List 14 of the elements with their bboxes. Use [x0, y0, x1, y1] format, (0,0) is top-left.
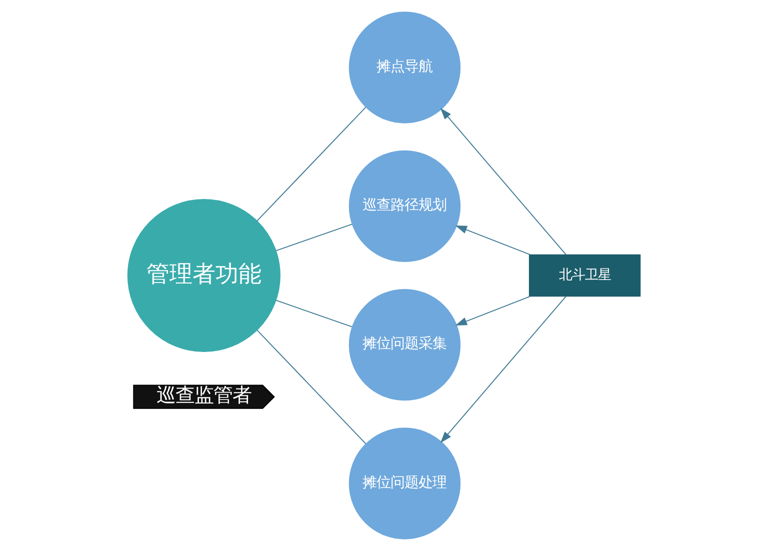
node-circle: 巡查路径规划 — [348, 150, 460, 262]
arrow — [440, 108, 566, 256]
connector — [275, 224, 352, 252]
node-circle: 管理者功能 — [126, 198, 280, 352]
node-circle: 摊点导航 — [348, 12, 460, 124]
connector — [256, 330, 366, 444]
connector — [275, 300, 352, 328]
node-circle: 摊位问题处理 — [348, 428, 460, 540]
connector — [256, 106, 366, 222]
arrow — [454, 226, 531, 256]
arrow — [440, 296, 566, 444]
arrow — [454, 296, 531, 326]
node-circle: 摊位问题采集 — [348, 288, 460, 401]
node-box: 北斗卫星 — [528, 254, 640, 297]
